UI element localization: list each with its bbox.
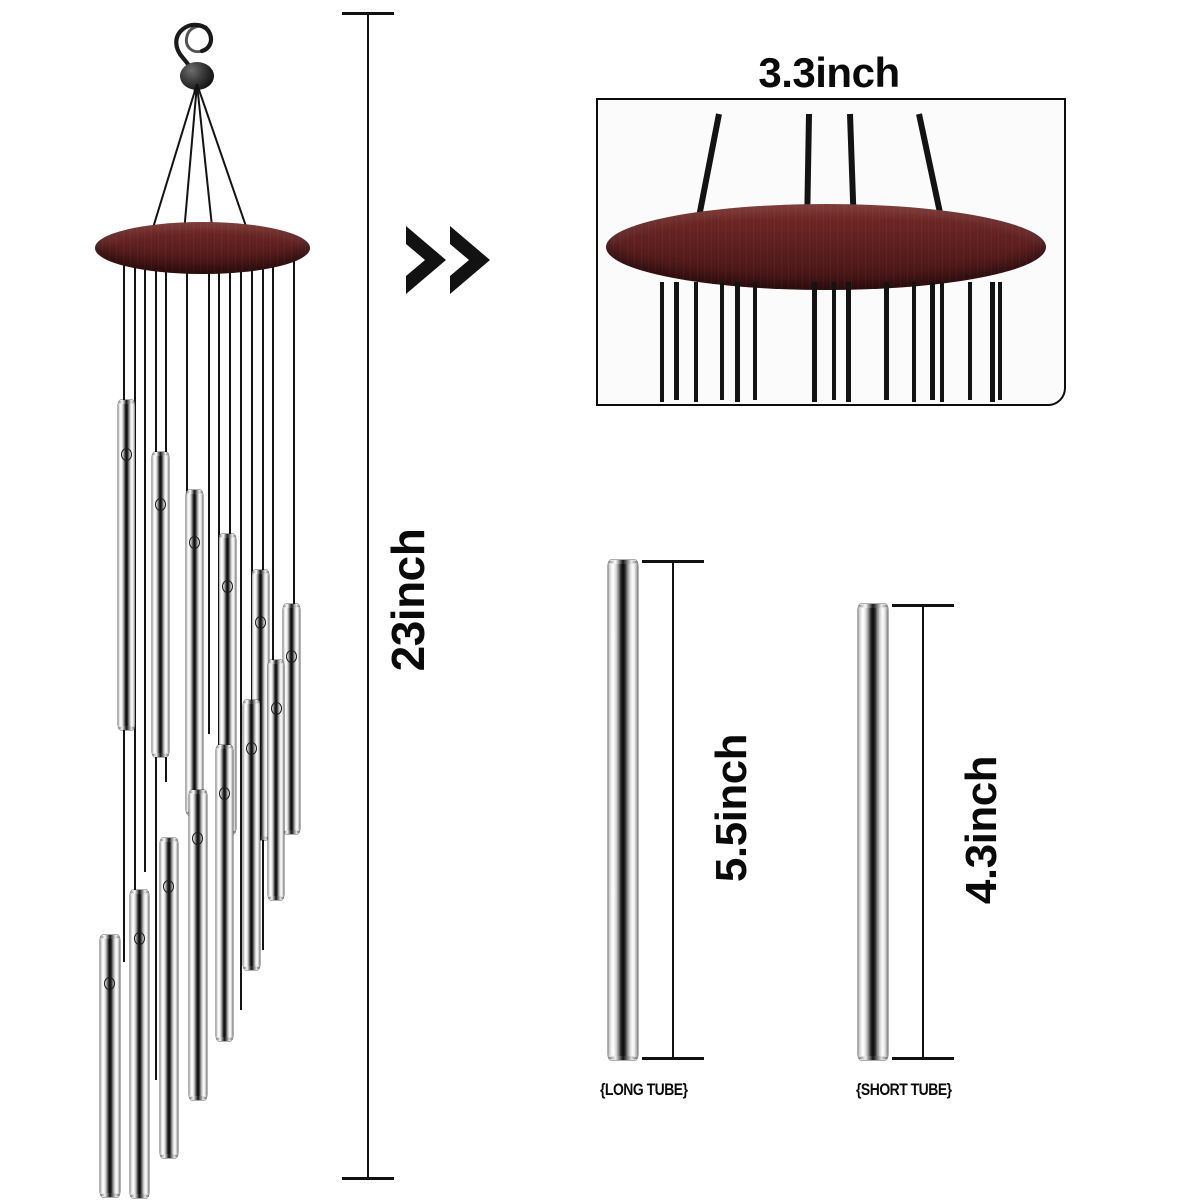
tube-eyelet [286, 650, 297, 663]
overall-height-label: 23inch [382, 528, 434, 672]
tube-cord [240, 250, 242, 1010]
tube-eyelet [192, 832, 203, 845]
tube-cord [186, 250, 189, 694]
tube-eyelet [271, 702, 282, 715]
chime-tube [152, 452, 169, 757]
short-tube [858, 604, 888, 1060]
closeup-tube-cord [694, 282, 698, 402]
short-tube-caption: {SHORT TUBE} [856, 1080, 952, 1099]
top-disc-closeup [596, 98, 1066, 406]
tube-eyelet [134, 932, 145, 945]
tube-cord [208, 250, 211, 734]
closeup-tube-cord [735, 282, 740, 402]
disc-width-label: 3.3inch [758, 49, 900, 96]
closeup-tube-cord [660, 282, 664, 402]
long-tube-dimension-cap-bottom [642, 1057, 704, 1060]
closeup-tube-cord [990, 282, 995, 402]
short-tube-length-label: 4.3inch [957, 755, 1006, 905]
tube-eyelet [255, 616, 266, 629]
chime-tube [243, 700, 260, 970]
chime-tube [130, 890, 149, 1198]
tube-eyelet [189, 536, 200, 549]
short-tube-dimension-cap-bottom [892, 1057, 954, 1060]
short-tube-sample: 4.3inch {SHORT TUBE} [840, 600, 1040, 1120]
dimension-line [367, 12, 369, 1180]
closeup-tube-cord [884, 282, 889, 400]
dimension-cap-bottom [342, 1177, 394, 1180]
closeup-tube-cord [674, 282, 679, 400]
chime-tube [189, 790, 207, 1100]
long-tube-dimension-line [672, 560, 674, 1060]
closeup-tube-cord [912, 282, 916, 402]
chime-tube [268, 660, 284, 900]
tube-eyelet [121, 448, 132, 461]
tube-eyelet [104, 977, 115, 990]
closeup-tube-cord [846, 282, 851, 402]
tube-cord [144, 250, 147, 872]
closeup-tube-cord [720, 282, 724, 400]
chime-tube [160, 838, 178, 1158]
closeup-tube-cord [968, 282, 972, 400]
tube-eyelet [246, 742, 257, 755]
long-tube-caption: {LONG TUBE} [600, 1080, 688, 1099]
wood-grain-texture [606, 204, 1046, 290]
tube-eyelet [163, 880, 174, 893]
tube-cord [272, 250, 275, 824]
tube-cord [293, 250, 296, 734]
closeup-tube-cord [940, 282, 944, 402]
closeup-tube-cord [930, 282, 935, 400]
closeup-tube-cord [998, 282, 1002, 400]
closeup-wooden-disc [606, 204, 1046, 290]
closeup-panel-frame [596, 98, 1066, 406]
tube-eyelet [219, 787, 230, 800]
long-tube-sample: 5.5inch {LONG TUBE} [590, 556, 790, 1116]
tube-eyelet [155, 498, 166, 511]
short-tube-dimension-line [922, 604, 924, 1060]
full-product-view [0, 0, 400, 1200]
wooden-top-disc [95, 222, 310, 274]
chime-tube [216, 745, 233, 1041]
wood-grain-texture [95, 222, 310, 274]
long-tube [608, 560, 638, 1060]
closeup-tube-cord [753, 282, 757, 400]
chime-tube [283, 604, 300, 834]
tube-eyelet [222, 580, 233, 593]
chime-tube [186, 490, 203, 815]
chime-tube [100, 935, 120, 1197]
chime-tube [118, 400, 135, 730]
overall-height-dimension [320, 0, 400, 1200]
tube-cord [218, 250, 220, 1040]
closeup-tube-cord [812, 282, 817, 402]
closeup-tube-cord [832, 282, 836, 400]
long-tube-length-label: 5.5inch [707, 733, 756, 883]
double-chevron-right-icon [402, 218, 494, 307]
